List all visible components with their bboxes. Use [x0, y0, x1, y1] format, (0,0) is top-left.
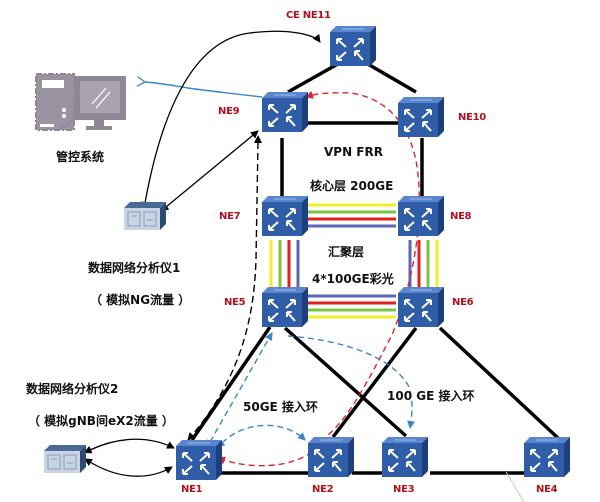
router-ne1[interactable] [175, 439, 223, 481]
label-analyzer2-sub: （ 模拟gNB间eX2流量 ） [28, 414, 174, 428]
annotation-access-100ge: 100 GE 接入环 [387, 389, 475, 403]
arrow-analyzer2-ne1-lower [83, 458, 173, 477]
router-ne10[interactable] [397, 96, 445, 138]
router-ne7[interactable] [261, 195, 309, 237]
link-ne5-ne3 [283, 326, 408, 438]
label-ne3: NE3 [393, 484, 415, 495]
label-ne2: NE2 [312, 484, 334, 495]
router-ne11[interactable] [329, 25, 377, 67]
label-ne10: NE10 [458, 112, 486, 123]
annotation-agg-layer: 汇聚层 [328, 245, 365, 259]
link-ne6-ne2 [331, 326, 418, 439]
path-blue-ne1-ne2 [217, 424, 306, 448]
arrow-analyzer2-ne1-upper [83, 438, 175, 454]
network-analyzer-icon[interactable] [123, 201, 167, 231]
path-red-ne2-ne1 [217, 451, 313, 467]
router-ne3[interactable] [381, 436, 429, 478]
annotation-agg-links: 4*100GE彩光 [312, 272, 394, 286]
label-ne6: NE6 [452, 297, 474, 308]
router-ne4[interactable] [523, 436, 571, 478]
arrow-analyzer1-ne11 [141, 30, 321, 210]
label-analyzer2: 数据网络分析仪2 [26, 382, 119, 396]
label-ne4: NE4 [536, 484, 558, 495]
label-ne11: CE NE11 [286, 10, 331, 21]
label-ne7: NE7 [219, 211, 241, 222]
arrow-ne9-to-mgmt [145, 82, 263, 98]
label-analyzer1: 数据网络分析仪1 [88, 261, 181, 275]
path-red-frr [305, 90, 421, 447]
path-blue-ne1-ne5 [206, 332, 273, 449]
wavelength-links [269, 203, 439, 319]
annotation-core-layer: 核心层 200GE [310, 179, 394, 193]
label-analyzer1-sub: （ 模拟NG流量 ） [90, 293, 191, 307]
label-ne1: NE1 [181, 484, 203, 495]
link-ne5-ne1 [190, 326, 272, 441]
router-ne2[interactable] [307, 436, 355, 478]
label-mgmt-system: 管控系统 [56, 150, 105, 164]
annotation-vpn-frr: VPN FRR [324, 145, 383, 159]
computer-icon[interactable] [35, 73, 126, 131]
link-ne6-ne4 [438, 326, 560, 440]
network-analyzer-icon[interactable] [43, 444, 87, 474]
router-ne6[interactable] [397, 286, 445, 328]
label-ne5: NE5 [224, 297, 246, 308]
path-blue-ne5-ne3 [287, 335, 416, 429]
router-ne8[interactable] [397, 195, 445, 237]
traffic-paths [187, 90, 421, 467]
router-ne9[interactable] [261, 91, 309, 133]
annotation-access-50ge: 50GE 接入环 [243, 400, 318, 414]
router-ne5[interactable] [261, 286, 309, 328]
arrow-analyzer1-ne9 [160, 130, 259, 212]
label-ne9: NE9 [218, 106, 240, 117]
label-ne8: NE8 [450, 211, 472, 222]
